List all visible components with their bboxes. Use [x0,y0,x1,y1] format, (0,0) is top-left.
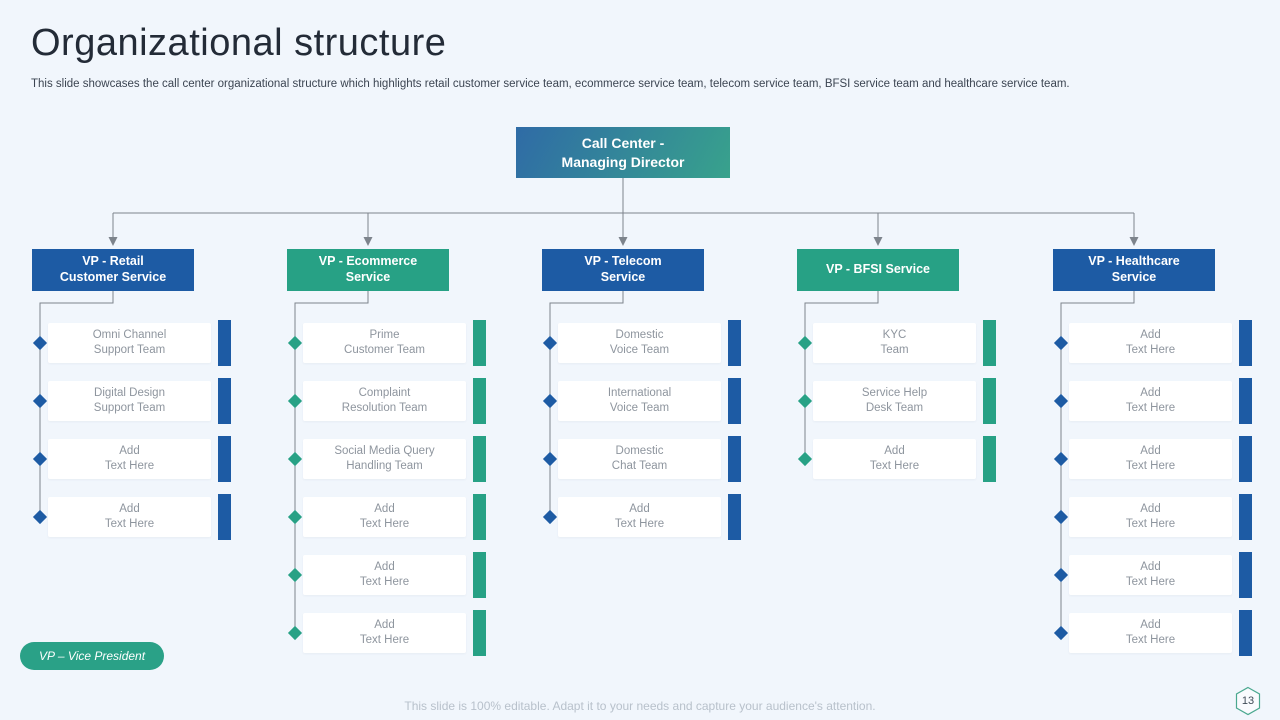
team-accent-bar [218,494,231,540]
vp-box: VP - BFSI Service [797,249,959,291]
team-accent-bar [728,320,741,366]
team-card: Omni Channel Support Team [48,323,211,363]
team-accent-bar [1239,552,1252,598]
team-accent-bar [473,610,486,656]
team-accent-bar [983,436,996,482]
team-card: KYC Team [813,323,976,363]
team-accent-bar [1239,436,1252,482]
team-card: Service Help Desk Team [813,381,976,421]
team-accent-bar [473,320,486,366]
team-card: Domestic Chat Team [558,439,721,479]
team-card: Add Text Here [1069,555,1232,595]
team-accent-bar [983,378,996,424]
team-accent-bar [473,436,486,482]
team-accent-bar [728,378,741,424]
team-card: International Voice Team [558,381,721,421]
root-node-managing-director: Call Center - Managing Director [516,127,730,178]
team-card: Add Text Here [48,439,211,479]
team-accent-bar [1239,320,1252,366]
team-card: Prime Customer Team [303,323,466,363]
team-card: Add Text Here [303,497,466,537]
vp-box: VP - Healthcare Service [1053,249,1215,291]
team-accent-bar [983,320,996,366]
team-card: Add Text Here [1069,439,1232,479]
team-accent-bar [473,378,486,424]
team-card: Digital Design Support Team [48,381,211,421]
footer-note: This slide is 100% editable. Adapt it to… [404,699,876,713]
vp-box: VP - Telecom Service [542,249,704,291]
page-number: 13 [1234,686,1262,716]
team-accent-bar [218,378,231,424]
team-card: Add Text Here [1069,497,1232,537]
team-card: Add Text Here [558,497,721,537]
team-card: Add Text Here [813,439,976,479]
team-accent-bar [1239,610,1252,656]
team-accent-bar [473,552,486,598]
team-card: Add Text Here [303,555,466,595]
team-card: Social Media Query Handling Team [303,439,466,479]
hexagon-icon [1235,686,1261,716]
vp-box: VP - Ecommerce Service [287,249,449,291]
team-card: Add Text Here [48,497,211,537]
team-accent-bar [728,494,741,540]
team-accent-bar [473,494,486,540]
team-accent-bar [218,436,231,482]
vp-box: VP - Retail Customer Service [32,249,194,291]
team-accent-bar [218,320,231,366]
team-card: Add Text Here [1069,323,1232,363]
page-number-text: 13 [1241,695,1255,707]
team-card: Domestic Voice Team [558,323,721,363]
team-card: Add Text Here [1069,381,1232,421]
team-accent-bar [728,436,741,482]
team-card: Add Text Here [303,613,466,653]
slide-subtitle: This slide showcases the call center org… [31,78,1070,90]
team-card: Add Text Here [1069,613,1232,653]
page-title: Organizational structure [31,22,447,64]
team-accent-bar [1239,494,1252,540]
legend-badge-vp: VP – Vice President [20,642,165,670]
team-card: Complaint Resolution Team [303,381,466,421]
team-accent-bar [1239,378,1252,424]
